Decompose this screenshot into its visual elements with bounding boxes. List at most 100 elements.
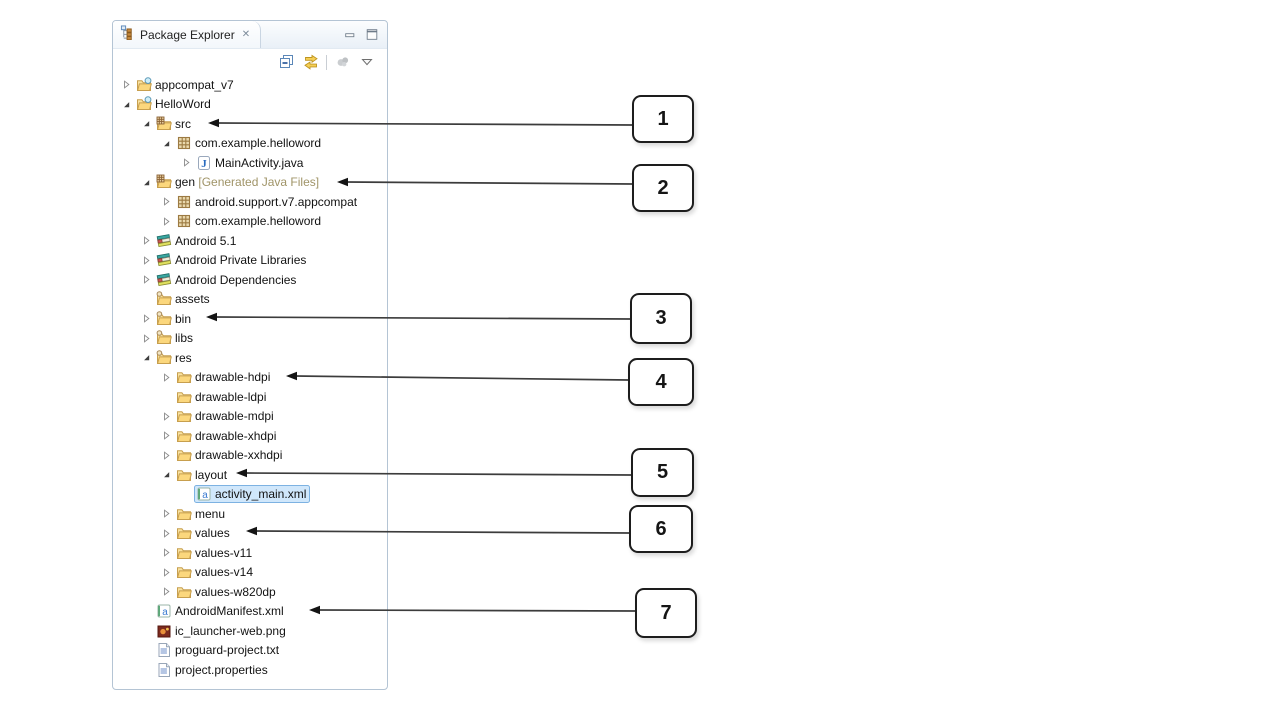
tree-item[interactable]: project.properties: [154, 661, 272, 679]
tree-row[interactable]: HelloWord: [114, 95, 386, 115]
minimize-button[interactable]: [341, 27, 358, 42]
expand-toggle-icon[interactable]: [162, 216, 174, 226]
view-menu-button[interactable]: [358, 54, 375, 71]
collapse-all-button[interactable]: [278, 54, 295, 71]
tree-item[interactable]: menu: [174, 505, 229, 523]
tree-item[interactable]: drawable-xxhdpi: [174, 446, 286, 464]
collapse-toggle-icon[interactable]: [162, 470, 174, 480]
tree-row[interactable]: appcompat_v7: [114, 75, 386, 95]
tree-row[interactable]: project.properties: [114, 660, 386, 680]
tree-row[interactable]: com.example.helloword: [114, 212, 386, 232]
android-project-icon: [136, 76, 152, 93]
tree-item[interactable]: drawable-hdpi: [174, 368, 274, 386]
tree-row[interactable]: values-v14: [114, 563, 386, 583]
callout-box-6: 6: [629, 505, 693, 553]
collapse-toggle-icon[interactable]: [162, 138, 174, 148]
tree-item[interactable]: drawable-xhdpi: [174, 427, 280, 445]
tree-item[interactable]: assets: [154, 290, 214, 308]
tree-item[interactable]: HelloWord: [134, 95, 215, 113]
tree-item[interactable]: proguard-project.txt: [154, 641, 283, 659]
expand-toggle-icon[interactable]: [162, 372, 174, 382]
tree-row[interactable]: libs: [114, 329, 386, 349]
tree-row[interactable]: drawable-xhdpi: [114, 426, 386, 446]
expand-toggle-icon[interactable]: [142, 255, 154, 265]
working-sets-icon[interactable]: [334, 54, 351, 71]
tree-item[interactable]: Android 5.1: [154, 232, 240, 250]
tree-row[interactable]: proguard-project.txt: [114, 641, 386, 661]
tree-item[interactable]: appcompat_v7: [134, 76, 238, 94]
expand-toggle-icon[interactable]: [182, 158, 194, 168]
tree-item[interactable]: Android Dependencies: [154, 271, 300, 289]
tree-item[interactable]: values: [174, 524, 234, 542]
tree-item[interactable]: res: [154, 349, 196, 367]
tree-row[interactable]: com.example.helloword: [114, 134, 386, 154]
expand-toggle-icon[interactable]: [162, 528, 174, 538]
expand-toggle-icon[interactable]: [142, 314, 154, 324]
expand-toggle-icon[interactable]: [142, 333, 154, 343]
tree-item[interactable]: values-v11: [174, 544, 256, 562]
tree-row[interactable]: drawable-hdpi: [114, 368, 386, 388]
tree-item[interactable]: bin: [154, 310, 195, 328]
maximize-button[interactable]: [363, 27, 380, 42]
tree-item-label: assets: [175, 292, 210, 307]
tree-row[interactable]: Android 5.1: [114, 231, 386, 251]
tree-row[interactable]: res: [114, 348, 386, 368]
tree-item[interactable]: com.example.helloword: [174, 212, 325, 230]
tree-row[interactable]: values-w820dp: [114, 582, 386, 602]
tree-item[interactable]: src: [154, 115, 195, 133]
tree-item[interactable]: values-v14: [174, 563, 257, 581]
tree-row[interactable]: drawable-ldpi: [114, 387, 386, 407]
expand-toggle-icon[interactable]: [162, 509, 174, 519]
tree-item[interactable]: Android Private Libraries: [154, 251, 310, 269]
tree-item[interactable]: ic_launcher-web.png: [154, 622, 290, 640]
tree-row[interactable]: layout: [114, 465, 386, 485]
tree-row[interactable]: ic_launcher-web.png: [114, 621, 386, 641]
expand-toggle-icon[interactable]: [162, 431, 174, 441]
expand-toggle-icon[interactable]: [162, 411, 174, 421]
tree-item[interactable]: layout: [174, 466, 231, 484]
tree-row[interactable]: Android Private Libraries: [114, 251, 386, 271]
tree-row[interactable]: Android Dependencies: [114, 270, 386, 290]
tree-row[interactable]: values: [114, 524, 386, 544]
expand-toggle-icon[interactable]: [142, 275, 154, 285]
collapse-toggle-icon[interactable]: [142, 119, 154, 129]
folder-icon: [176, 564, 192, 580]
callout-box-2: 2: [632, 164, 694, 212]
expand-toggle-icon[interactable]: [162, 587, 174, 597]
tree-item[interactable]: android.support.v7.appcompat: [174, 193, 361, 211]
tree-row[interactable]: values-v11: [114, 543, 386, 563]
collapse-toggle-icon[interactable]: [142, 177, 154, 187]
tree-item[interactable]: drawable-ldpi: [174, 388, 270, 406]
tree-row[interactable]: menu: [114, 504, 386, 524]
tree-row[interactable]: src: [114, 114, 386, 134]
tab-package-explorer[interactable]: Package Explorer ✕: [113, 21, 262, 48]
expand-toggle-icon[interactable]: [162, 450, 174, 460]
collapse-toggle-icon[interactable]: [122, 99, 134, 109]
tree-item[interactable]: values-w820dp: [174, 583, 280, 601]
link-with-editor-button[interactable]: [302, 54, 319, 71]
close-icon[interactable]: ✕: [241, 29, 251, 40]
tree-row[interactable]: gen [Generated Java Files]: [114, 173, 386, 193]
collapse-toggle-icon[interactable]: [142, 353, 154, 363]
tree-item[interactable]: com.example.helloword: [174, 134, 325, 152]
tree-row[interactable]: assets: [114, 290, 386, 310]
expand-toggle-icon[interactable]: [142, 236, 154, 246]
expand-toggle-icon[interactable]: [122, 80, 134, 90]
tree-row[interactable]: android.support.v7.appcompat: [114, 192, 386, 212]
tree-row[interactable]: drawable-mdpi: [114, 407, 386, 427]
expand-toggle-icon[interactable]: [162, 548, 174, 558]
tree-item[interactable]: libs: [154, 329, 197, 347]
tree-item[interactable]: drawable-mdpi: [174, 407, 278, 425]
tree-row[interactable]: drawable-xxhdpi: [114, 446, 386, 466]
expander-spacer: [142, 294, 154, 304]
tree-item[interactable]: gen [Generated Java Files]: [154, 173, 323, 191]
expand-toggle-icon[interactable]: [162, 567, 174, 577]
tree-row[interactable]: bin: [114, 309, 386, 329]
expand-toggle-icon[interactable]: [162, 197, 174, 207]
